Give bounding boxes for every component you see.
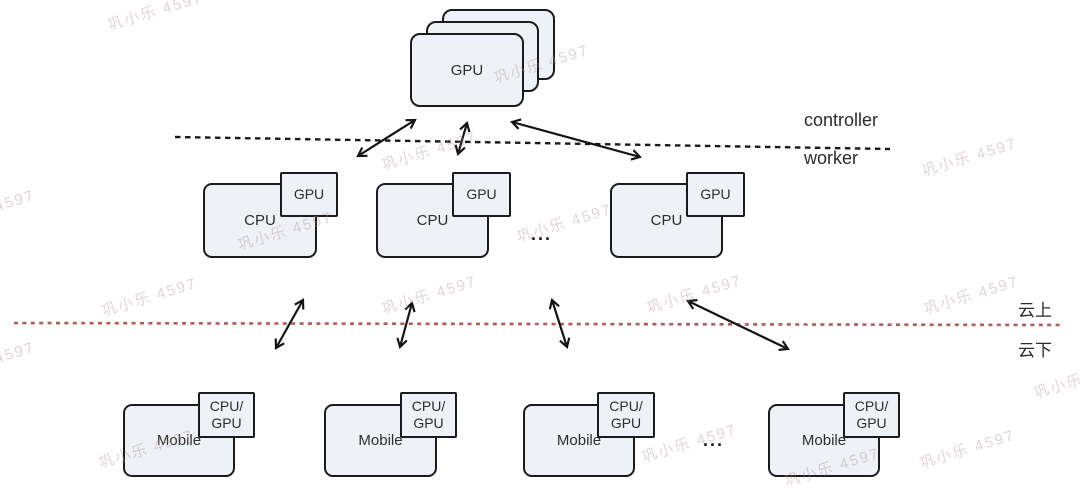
- watermark: 巩小乐 4597: [0, 338, 38, 384]
- device3-chip-line1: CPU/: [609, 398, 643, 415]
- gpu-stack-label: GPU: [450, 61, 484, 79]
- worker1-label: CPU: [244, 212, 276, 229]
- watermark: 巩小乐 4597: [379, 272, 480, 318]
- device4-chip-line1: CPU/: [854, 398, 889, 415]
- watermark: 巩小乐 4597: [644, 271, 745, 317]
- watermark: 巩小乐 4597: [514, 200, 615, 246]
- worker-row-ellipsis: ...: [531, 224, 553, 244]
- device1-chip-line1: CPU/: [209, 398, 244, 415]
- device2-chip-line1: CPU/: [411, 398, 446, 415]
- arrow-controller-worker-1: [356, 118, 417, 158]
- worker2-chip-label: GPU: [466, 186, 497, 203]
- device2-cpu-gpu-chip: CPU/ GPU: [400, 392, 457, 438]
- watermark: 巩小乐 4597: [921, 272, 1022, 318]
- device3-label: Mobile: [556, 432, 602, 449]
- worker3-chip-label: GPU: [700, 186, 731, 203]
- watermark: 巩小乐 4597: [919, 134, 1020, 180]
- gpu-stack-card-front: GPU: [410, 33, 524, 107]
- cloud-below-label: 云下: [1018, 341, 1052, 360]
- cloud-above-label: 云上: [1018, 301, 1052, 320]
- watermark: 巩小乐 4597: [0, 186, 38, 232]
- device3-cpu-gpu-chip: CPU/ GPU: [597, 392, 655, 438]
- worker3-label: CPU: [650, 212, 683, 229]
- arrow-controller-worker-3: [509, 118, 643, 161]
- arrow-worker-device-3: [548, 297, 571, 350]
- arrow-worker-device-1: [274, 298, 305, 350]
- arrow-controller-worker-2: [454, 120, 471, 157]
- device4-cpu-gpu-chip: CPU/ GPU: [843, 392, 900, 438]
- device1-label: Mobile: [156, 432, 202, 449]
- device1-cpu-gpu-chip: CPU/ GPU: [198, 392, 255, 438]
- device4-chip-line2: GPU: [856, 415, 887, 431]
- arrow-worker-device-2: [396, 300, 416, 350]
- worker1-gpu-chip: GPU: [280, 172, 338, 217]
- watermark: 巩小乐 4597: [105, 0, 206, 34]
- worker2-label: CPU: [416, 212, 449, 229]
- device3-chip-line2: GPU: [610, 415, 642, 431]
- watermark: 巩小乐 4597: [1031, 357, 1080, 402]
- controller-label: controller: [804, 110, 879, 130]
- watermark: 巩小乐 4597: [99, 274, 200, 320]
- device-row-ellipsis: ...: [703, 430, 725, 450]
- device4-label: Mobile: [801, 432, 847, 449]
- device2-chip-line2: GPU: [413, 415, 444, 431]
- cloud-divider-line: [13, 321, 1065, 327]
- worker-label: worker: [804, 148, 859, 168]
- watermark: 巩小乐 4597: [917, 426, 1018, 472]
- device2-label: Mobile: [358, 432, 403, 449]
- arrow-worker-device-4: [686, 299, 790, 351]
- watermark: 巩小乐 4597: [379, 128, 480, 174]
- device1-chip-line2: GPU: [211, 415, 242, 431]
- controller-worker-divider-line: [174, 135, 891, 151]
- worker2-gpu-chip: GPU: [452, 172, 511, 217]
- worker1-chip-label: GPU: [293, 186, 325, 203]
- worker3-gpu-chip: GPU: [686, 172, 745, 217]
